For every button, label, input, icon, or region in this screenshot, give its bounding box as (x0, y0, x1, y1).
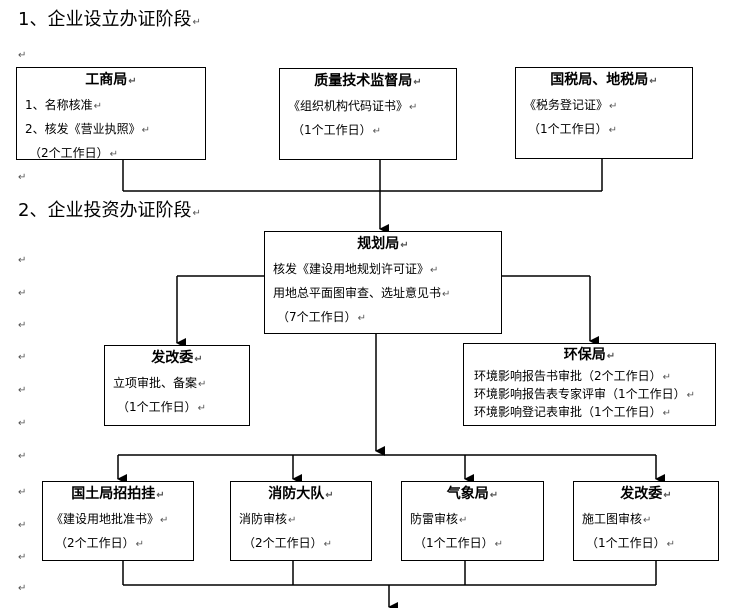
box-zhijian-line: （1个工作日）↵ (292, 123, 382, 137)
paragraph-mark-icon: ↵ (18, 583, 27, 594)
box-guoshui-line: （1个工作日）↵ (528, 122, 618, 136)
box-gongshang-title: 工商局↵ (85, 72, 137, 88)
box-fagai1: 发改委↵ 立项审批、备案↵ （1个工作日）↵ (104, 345, 250, 426)
box-fagai1-line: 立项审批、备案↵ (113, 376, 207, 390)
paragraph-mark-icon: ↵ (18, 520, 27, 531)
paragraph-mark-icon: ↵ (18, 552, 27, 563)
paragraph-mark-icon: ↵ (18, 487, 27, 498)
box-guihua-title: 规划局↵ (357, 236, 409, 252)
box-huanbao-title: 环保局↵ (563, 347, 616, 363)
box-guihua-line: 核发《建设用地规划许可证》↵ (273, 262, 439, 276)
box-guoshui: 国税局、地税局↵ 《税务登记证》↵ （1个工作日）↵ (515, 67, 693, 159)
box-zhijian-title: 质量技术监督局↵ (314, 73, 422, 89)
box-guihua-line: （7个工作日）↵ (277, 310, 367, 324)
box-gongshang-line: 1、名称核准↵ (25, 98, 103, 112)
box-xiaofang: 消防大队↵ 消防审核↵ （2个工作日）↵ (230, 481, 372, 561)
paragraph-mark-icon: ↵ (192, 17, 201, 28)
box-guihua-line: 用地总平面图审查、选址意见书↵ (273, 286, 451, 300)
box-guotu-line: （2个工作日）↵ (55, 536, 145, 550)
stage2-heading-text: 2、企业投资办证阶段 (18, 200, 192, 221)
paragraph-mark-icon: ↵ (18, 418, 27, 429)
box-fagai1-line: （1个工作日）↵ (117, 400, 207, 414)
box-qixiang-line: 防雷审核↵ (410, 512, 468, 526)
box-guotu: 国土局招拍挂↵ 《建设用地批准书》↵ （2个工作日）↵ (42, 481, 194, 561)
box-huanbao-line: 环境影响报告书审批（2个工作日）↵ (474, 369, 672, 383)
box-guoshui-line: 《税务登记证》↵ (524, 98, 618, 112)
box-fagai2-title: 发改委↵ (620, 486, 672, 502)
box-fagai2-line: 施工图审核↵ (582, 512, 652, 526)
paragraph-mark-icon: ↵ (18, 320, 27, 331)
paragraph-mark-icon: ↵ (18, 385, 27, 396)
box-fagai1-title: 发改委↵ (151, 350, 203, 366)
box-qixiang-title: 气象局↵ (446, 486, 499, 502)
paragraph-mark-icon: ↵ (18, 50, 27, 61)
box-huanbao: 环保局↵ 环境影响报告书审批（2个工作日）↵ 环境影响报告表专家评审（1个工作日… (463, 343, 716, 426)
box-xiaofang-line: 消防审核↵ (239, 512, 297, 526)
box-qixiang-line: （1个工作日）↵ (414, 536, 504, 550)
paragraph-mark-icon: ↵ (18, 451, 27, 462)
box-gongshang: 工商局↵ 1、名称核准↵ 2、核发《营业执照》↵ （2个工作日）↵ (16, 67, 206, 160)
box-zhijian: 质量技术监督局↵ 《组织机构代码证书》↵ （1个工作日）↵ (279, 68, 457, 160)
box-gongshang-line: （2个工作日）↵ (29, 146, 119, 160)
box-gongshang-line: 2、核发《营业执照》↵ (25, 122, 151, 136)
box-guotu-line: 《建设用地批准书》↵ (51, 512, 169, 526)
box-guotu-title: 国土局招拍挂↵ (71, 486, 165, 502)
paragraph-mark-icon: ↵ (18, 255, 27, 266)
paragraph-mark-icon: ↵ (18, 172, 27, 183)
box-fagai2: 发改委↵ 施工图审核↵ （1个工作日）↵ (573, 481, 719, 561)
paragraph-mark-icon: ↵ (192, 208, 201, 219)
box-guoshui-title: 国税局、地税局↵ (550, 72, 658, 88)
box-guihua: 规划局↵ 核发《建设用地规划许可证》↵ 用地总平面图审查、选址意见书↵ （7个工… (264, 231, 502, 334)
box-fagai2-line: （1个工作日）↵ (586, 536, 676, 550)
stage1-heading: 1、企业设立办证阶段↵ (18, 9, 201, 34)
paragraph-mark-icon: ↵ (18, 352, 27, 363)
box-zhijian-line: 《组织机构代码证书》↵ (288, 99, 418, 113)
box-xiaofang-title: 消防大队↵ (268, 486, 334, 502)
stage1-heading-text: 1、企业设立办证阶段 (18, 9, 192, 30)
box-huanbao-line: 环境影响登记表审批（1个工作日）↵ (474, 405, 672, 419)
box-xiaofang-line: （2个工作日）↵ (243, 536, 333, 550)
box-qixiang: 气象局↵ 防雷审核↵ （1个工作日）↵ (401, 481, 544, 561)
box-huanbao-line: 环境影响报告表专家评审（1个工作日）↵ (474, 387, 696, 401)
paragraph-mark-icon: ↵ (18, 288, 27, 299)
stage2-heading: 2、企业投资办证阶段↵ (18, 200, 201, 225)
